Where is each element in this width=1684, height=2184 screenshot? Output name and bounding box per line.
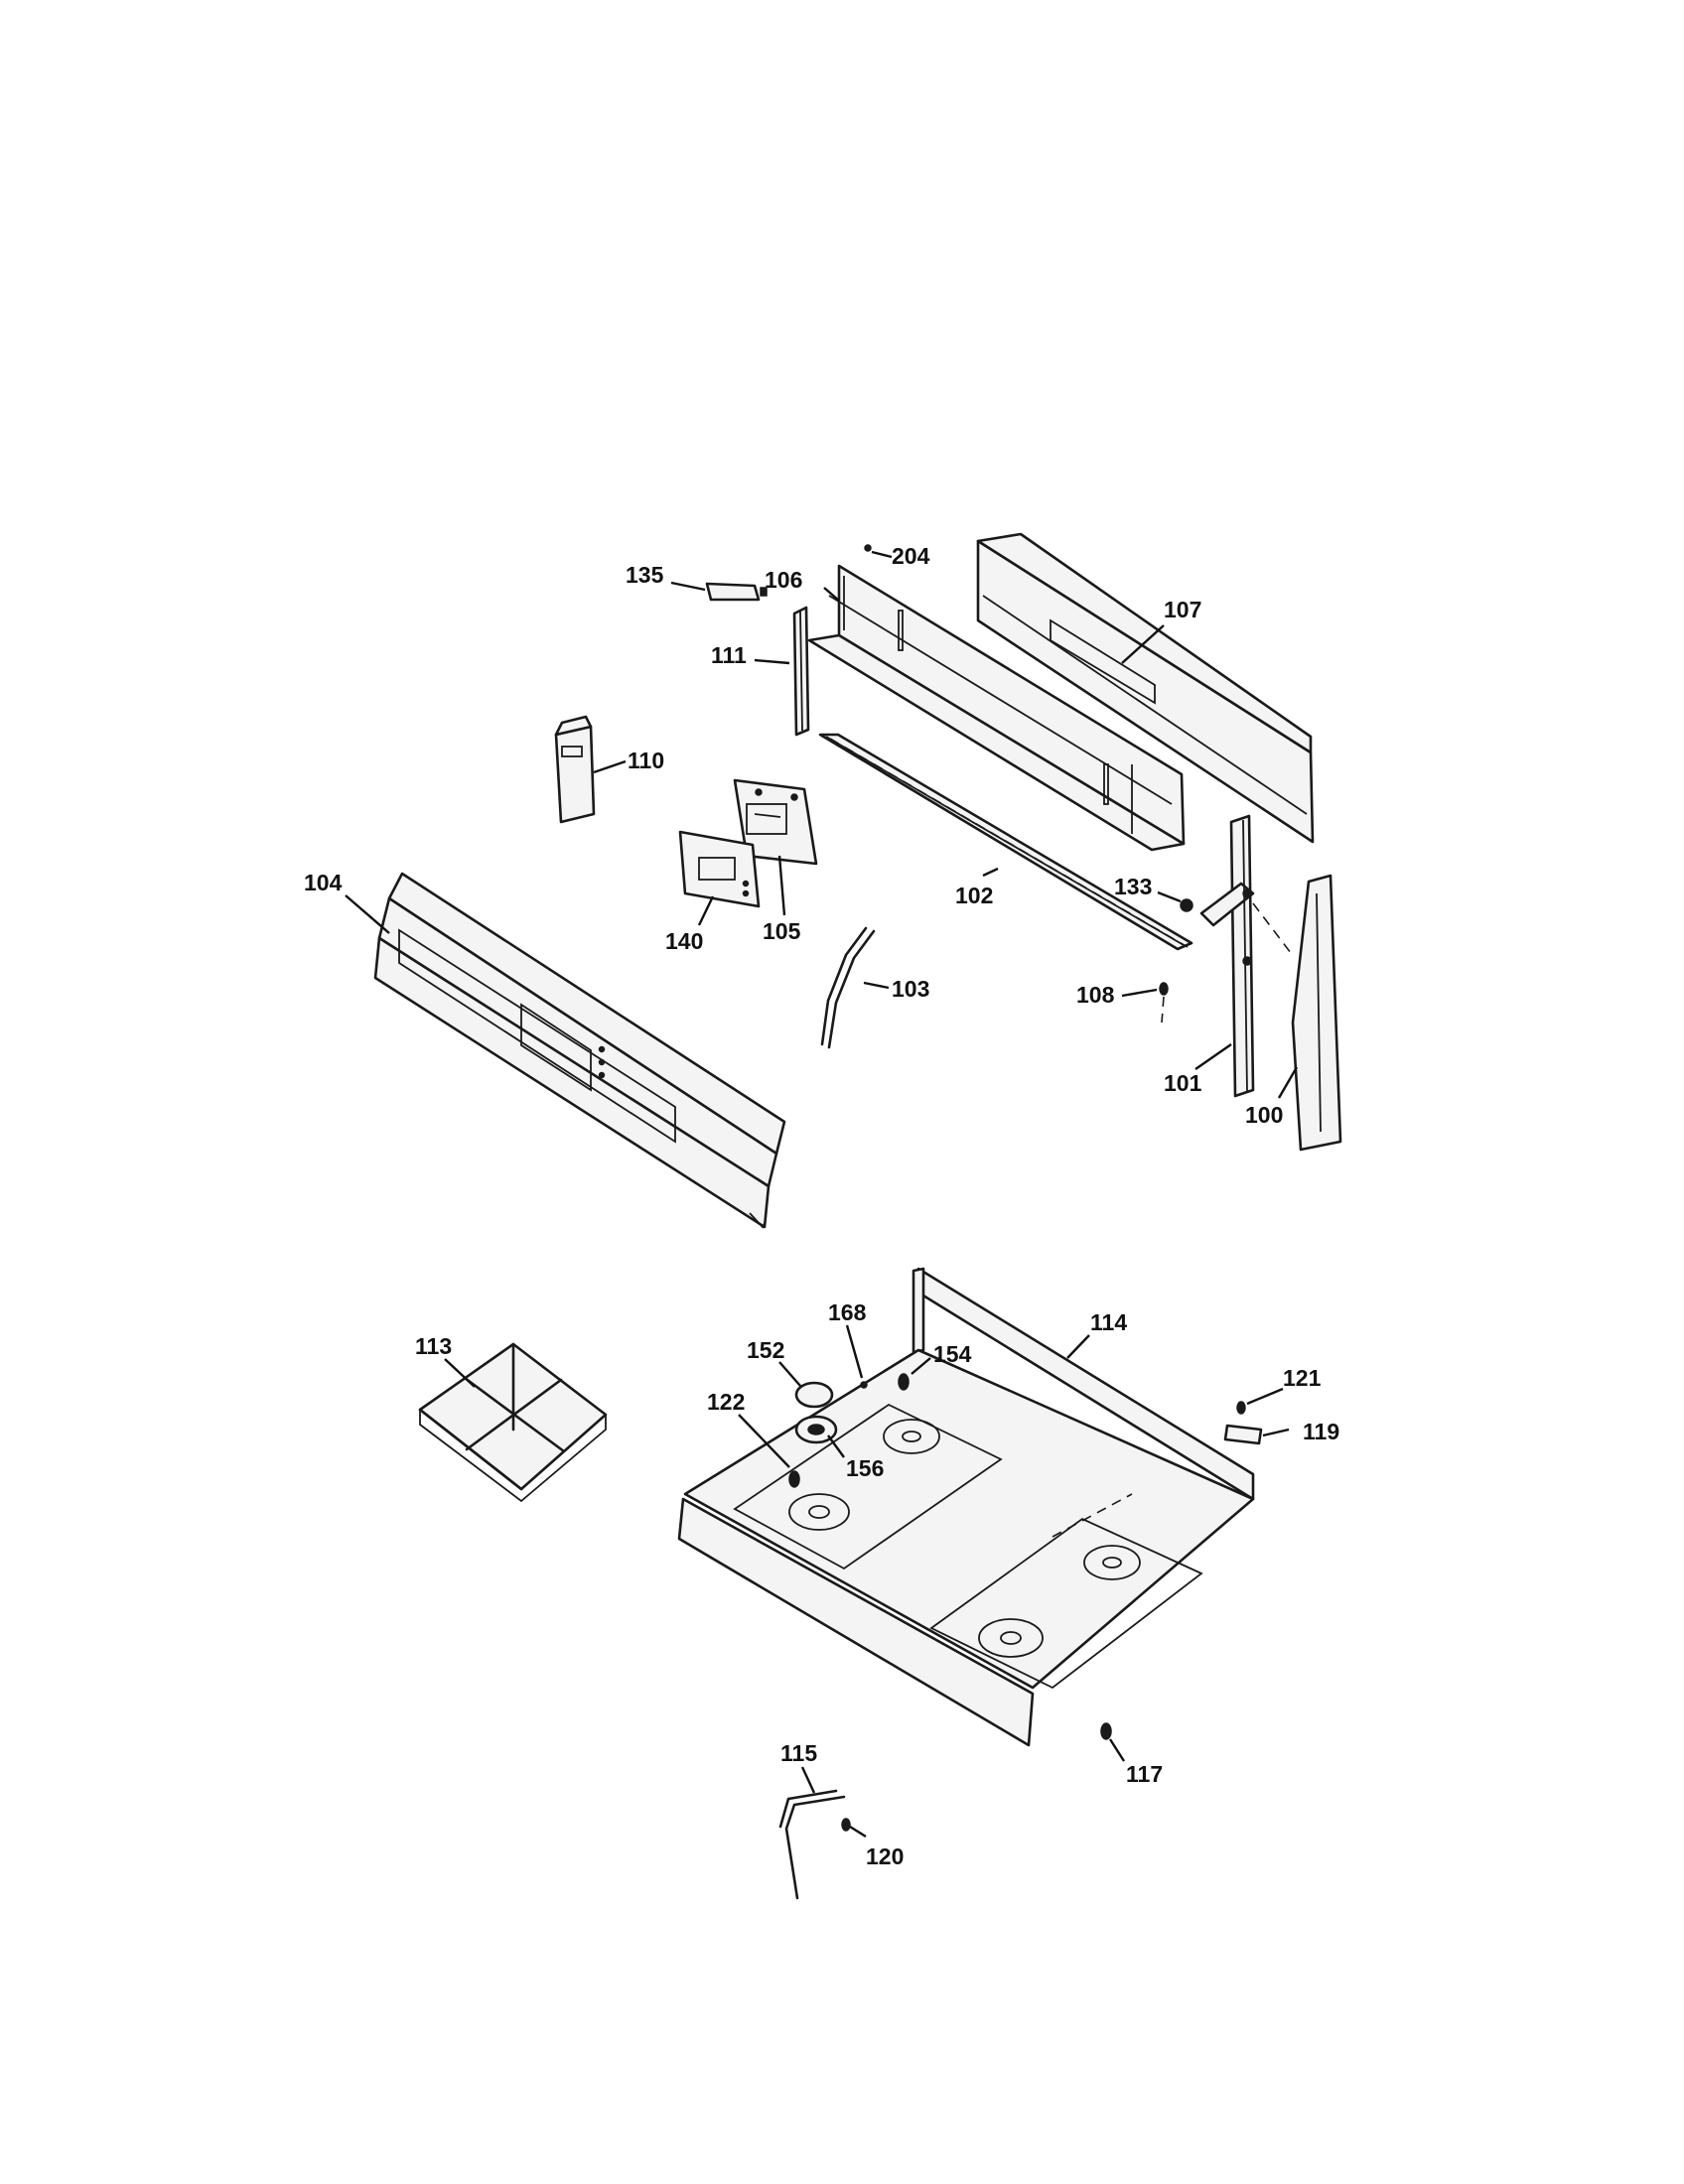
label-156: 156 xyxy=(846,1455,884,1481)
label-111: 111 xyxy=(711,642,747,668)
part-117-plug xyxy=(1100,1722,1112,1740)
part-152-burner-cap xyxy=(794,1381,834,1409)
part-108-screw xyxy=(1159,982,1169,1024)
label-152: 152 xyxy=(747,1337,784,1363)
label-100: 100 xyxy=(1245,1102,1283,1128)
part-120-screw xyxy=(841,1818,851,1832)
part-111-bracket xyxy=(792,606,810,737)
part-133-screw xyxy=(1180,898,1193,912)
label-114: 114 xyxy=(1090,1309,1127,1335)
part-154-igniter xyxy=(898,1373,910,1391)
label-107: 107 xyxy=(1164,597,1201,622)
label-106: 106 xyxy=(765,567,802,593)
part-100-end-cap xyxy=(1252,874,1342,1152)
part-140-overlay xyxy=(678,830,761,908)
label-110: 110 xyxy=(628,748,664,773)
label-117: 117 xyxy=(1126,1761,1163,1787)
part-106-backguard-housing xyxy=(807,564,1186,852)
label-113: 113 xyxy=(415,1333,452,1359)
part-101-bracket xyxy=(1199,814,1255,1098)
label-168: 168 xyxy=(828,1299,867,1325)
part-105-control-board xyxy=(733,778,818,866)
label-104: 104 xyxy=(304,870,343,895)
part-102-rail xyxy=(818,733,1193,951)
label-103: 103 xyxy=(892,976,929,1002)
label-105: 105 xyxy=(763,918,801,944)
label-154: 154 xyxy=(933,1341,972,1367)
label-115: 115 xyxy=(780,1740,817,1766)
part-122-igniter xyxy=(788,1470,800,1488)
label-122: 122 xyxy=(707,1389,745,1415)
label-133: 133 xyxy=(1114,874,1152,899)
part-204-screw xyxy=(864,544,872,552)
part-113-grate xyxy=(418,1342,608,1503)
label-135: 135 xyxy=(626,562,664,588)
label-121: 121 xyxy=(1283,1365,1322,1391)
label-108: 108 xyxy=(1076,982,1115,1008)
part-121-screw xyxy=(1236,1401,1246,1415)
part-115-rod xyxy=(778,1789,846,1900)
label-204: 204 xyxy=(892,543,930,569)
part-119-clip xyxy=(1223,1424,1263,1445)
part-104-control-panel xyxy=(373,872,786,1229)
label-120: 120 xyxy=(866,1843,904,1869)
leader-lines xyxy=(345,550,1299,1839)
part-135-clip xyxy=(705,582,768,602)
part-103-rod xyxy=(820,926,876,1049)
label-140: 140 xyxy=(665,928,703,954)
label-119: 119 xyxy=(1303,1419,1339,1444)
label-101: 101 xyxy=(1164,1070,1202,1096)
label-102: 102 xyxy=(955,883,993,908)
part-110-switch xyxy=(554,715,596,824)
part-168-screw xyxy=(860,1381,868,1389)
part-156-burner-head xyxy=(794,1415,838,1444)
